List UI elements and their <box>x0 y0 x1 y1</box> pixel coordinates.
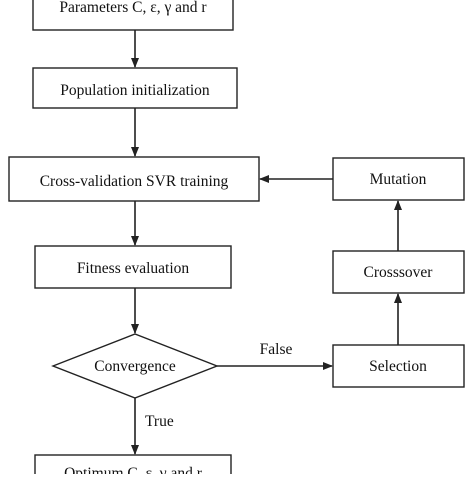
node-fitness-evaluation: Fitness evaluation <box>34 245 232 289</box>
node-mutation: Mutation <box>332 157 465 201</box>
node-crossover-label: Crosssover <box>364 264 434 281</box>
node-cross-validation-training: Cross-validation SVR training <box>8 156 260 202</box>
node-selection-label: Selection <box>369 358 427 375</box>
node-selection: Selection <box>332 344 465 388</box>
edge-label-false: False <box>260 341 293 358</box>
node-population-initialization: Population initialization <box>32 67 238 109</box>
node-fitness-label: Fitness evaluation <box>77 260 190 277</box>
node-convergence-decision: Convergence <box>51 333 219 399</box>
node-optimum-label: Optimum C, ε, γ and r <box>64 465 203 474</box>
node-mutation-label: Mutation <box>370 171 427 188</box>
node-parameters: Parameters C, ε, γ and r <box>32 0 234 31</box>
node-cv-training-label: Cross-validation SVR training <box>40 173 229 190</box>
edge-label-true: True <box>145 413 174 430</box>
node-parameters-label: Parameters C, ε, γ and r <box>59 0 207 16</box>
node-population-label: Population initialization <box>60 82 210 99</box>
node-optimum: Optimum C, ε, γ and r <box>34 454 232 479</box>
node-crossover: Crosssover <box>332 250 465 294</box>
node-convergence-label: Convergence <box>94 358 176 375</box>
